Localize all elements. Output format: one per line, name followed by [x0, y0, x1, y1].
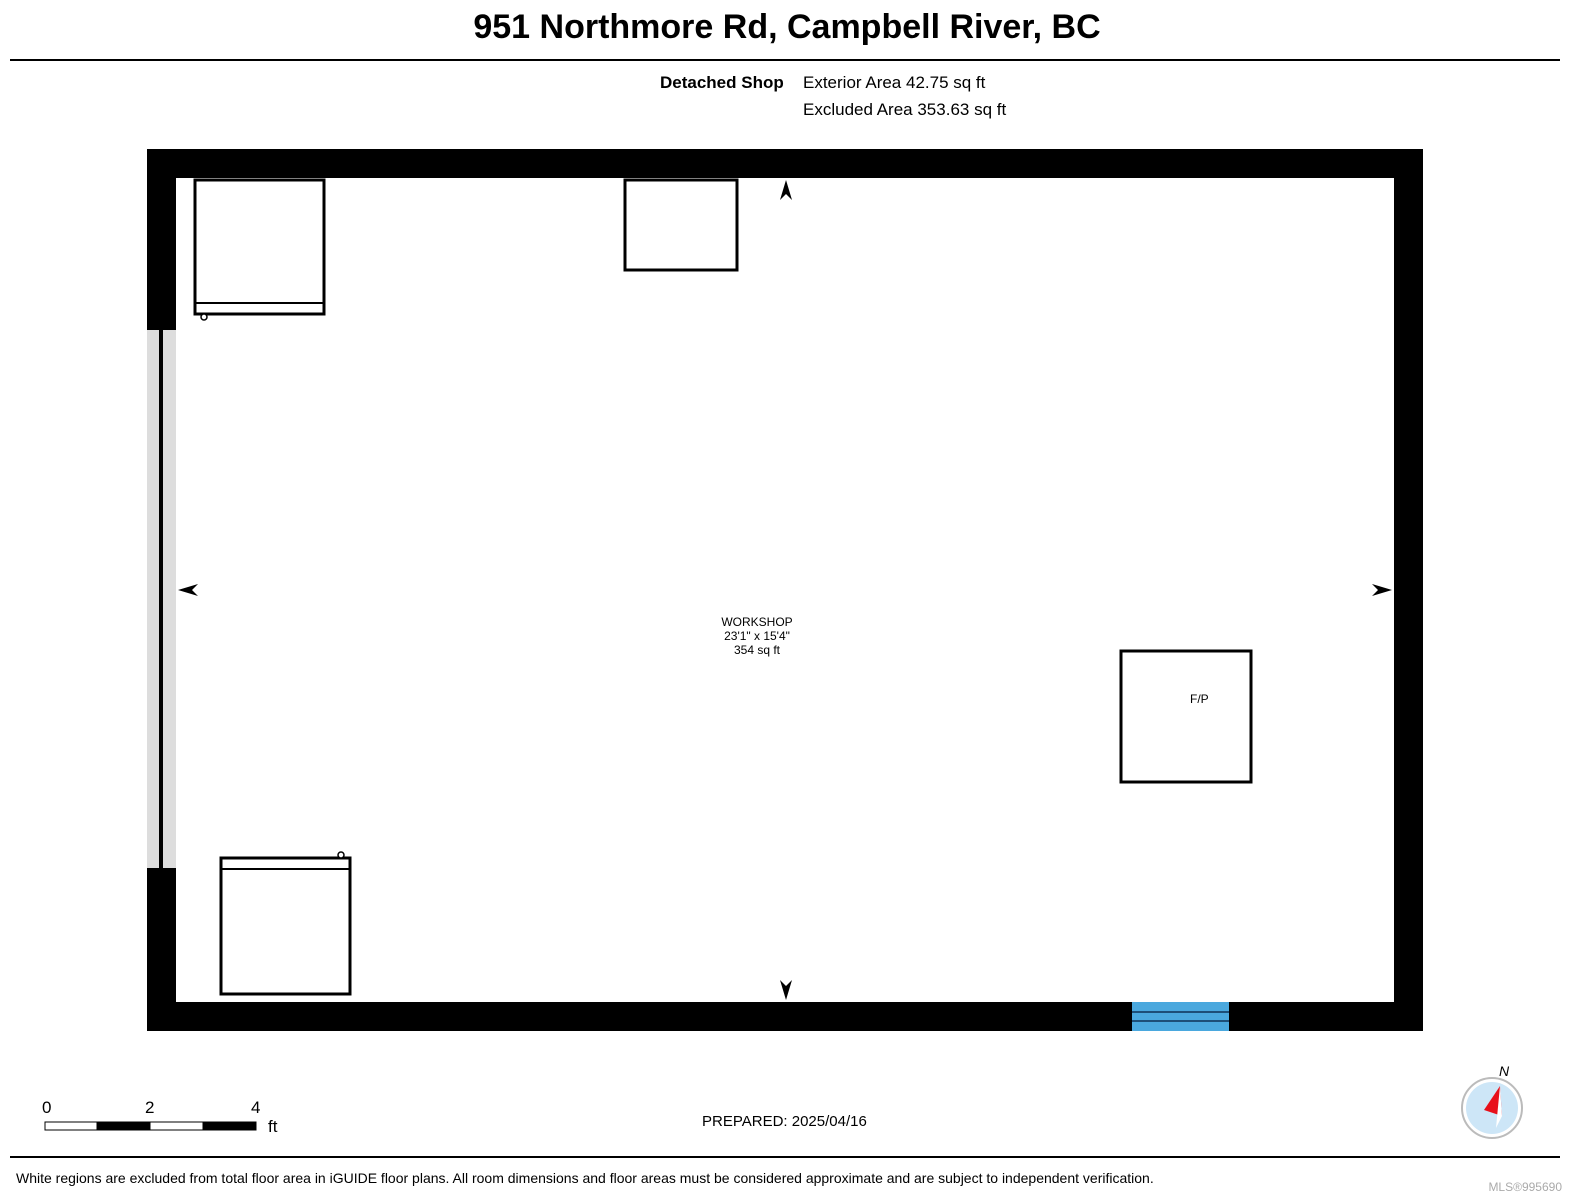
compass-icon	[1461, 1077, 1523, 1139]
dimension-arrow-up-icon	[780, 180, 792, 200]
garage-door-line	[159, 330, 163, 868]
wall-left-lower	[147, 868, 176, 1031]
room-dimensions: 23'1" x 15'4"	[724, 629, 790, 643]
footer-divider	[10, 1156, 1560, 1158]
excluded-area-text: Excluded Area 353.63 sq ft	[803, 100, 1007, 119]
scale-unit: ft	[268, 1117, 278, 1136]
dimension-arrow-left-icon	[178, 584, 198, 596]
dimension-arrow-down-icon	[780, 980, 792, 1000]
dimension-arrow-right-icon	[1372, 584, 1392, 596]
summary-section-label: Detached Shop	[660, 73, 784, 92]
compass-north-label: N	[1499, 1063, 1510, 1079]
room-area: 354 sq ft	[733, 643, 781, 657]
scale-tick-4: 4	[251, 1098, 261, 1117]
wall-top	[147, 149, 1423, 178]
page-title: 951 Northmore Rd, Campbell River, BC	[473, 8, 1101, 46]
header-divider	[10, 59, 1560, 61]
fireplace	[1119, 649, 1253, 784]
scale-tick-0: 0	[42, 1098, 52, 1117]
wall-left-upper	[147, 149, 176, 330]
exterior-area-text: Exterior Area 42.75 sq ft	[803, 73, 986, 92]
fixture-bottom-left	[219, 851, 352, 996]
wall-right	[1394, 149, 1423, 1031]
wall-bottom	[147, 1002, 1423, 1031]
fixture-top-left	[193, 178, 326, 321]
fireplace-label: F/P	[1190, 692, 1209, 706]
mls-number: MLS®995690	[1488, 1180, 1562, 1194]
room-label-workshop: WORKSHOP 23'1" x 15'4" 354 sq ft	[657, 615, 857, 657]
fixture-top-center	[623, 178, 739, 272]
prepared-date: PREPARED: 2025/04/16	[702, 1113, 867, 1130]
footer-disclaimer: White regions are excluded from total fl…	[16, 1170, 1154, 1186]
room-name: WORKSHOP	[721, 615, 793, 629]
scale-tick-2: 2	[145, 1098, 155, 1117]
window	[1132, 1002, 1229, 1031]
scale-bar	[44, 1121, 257, 1131]
